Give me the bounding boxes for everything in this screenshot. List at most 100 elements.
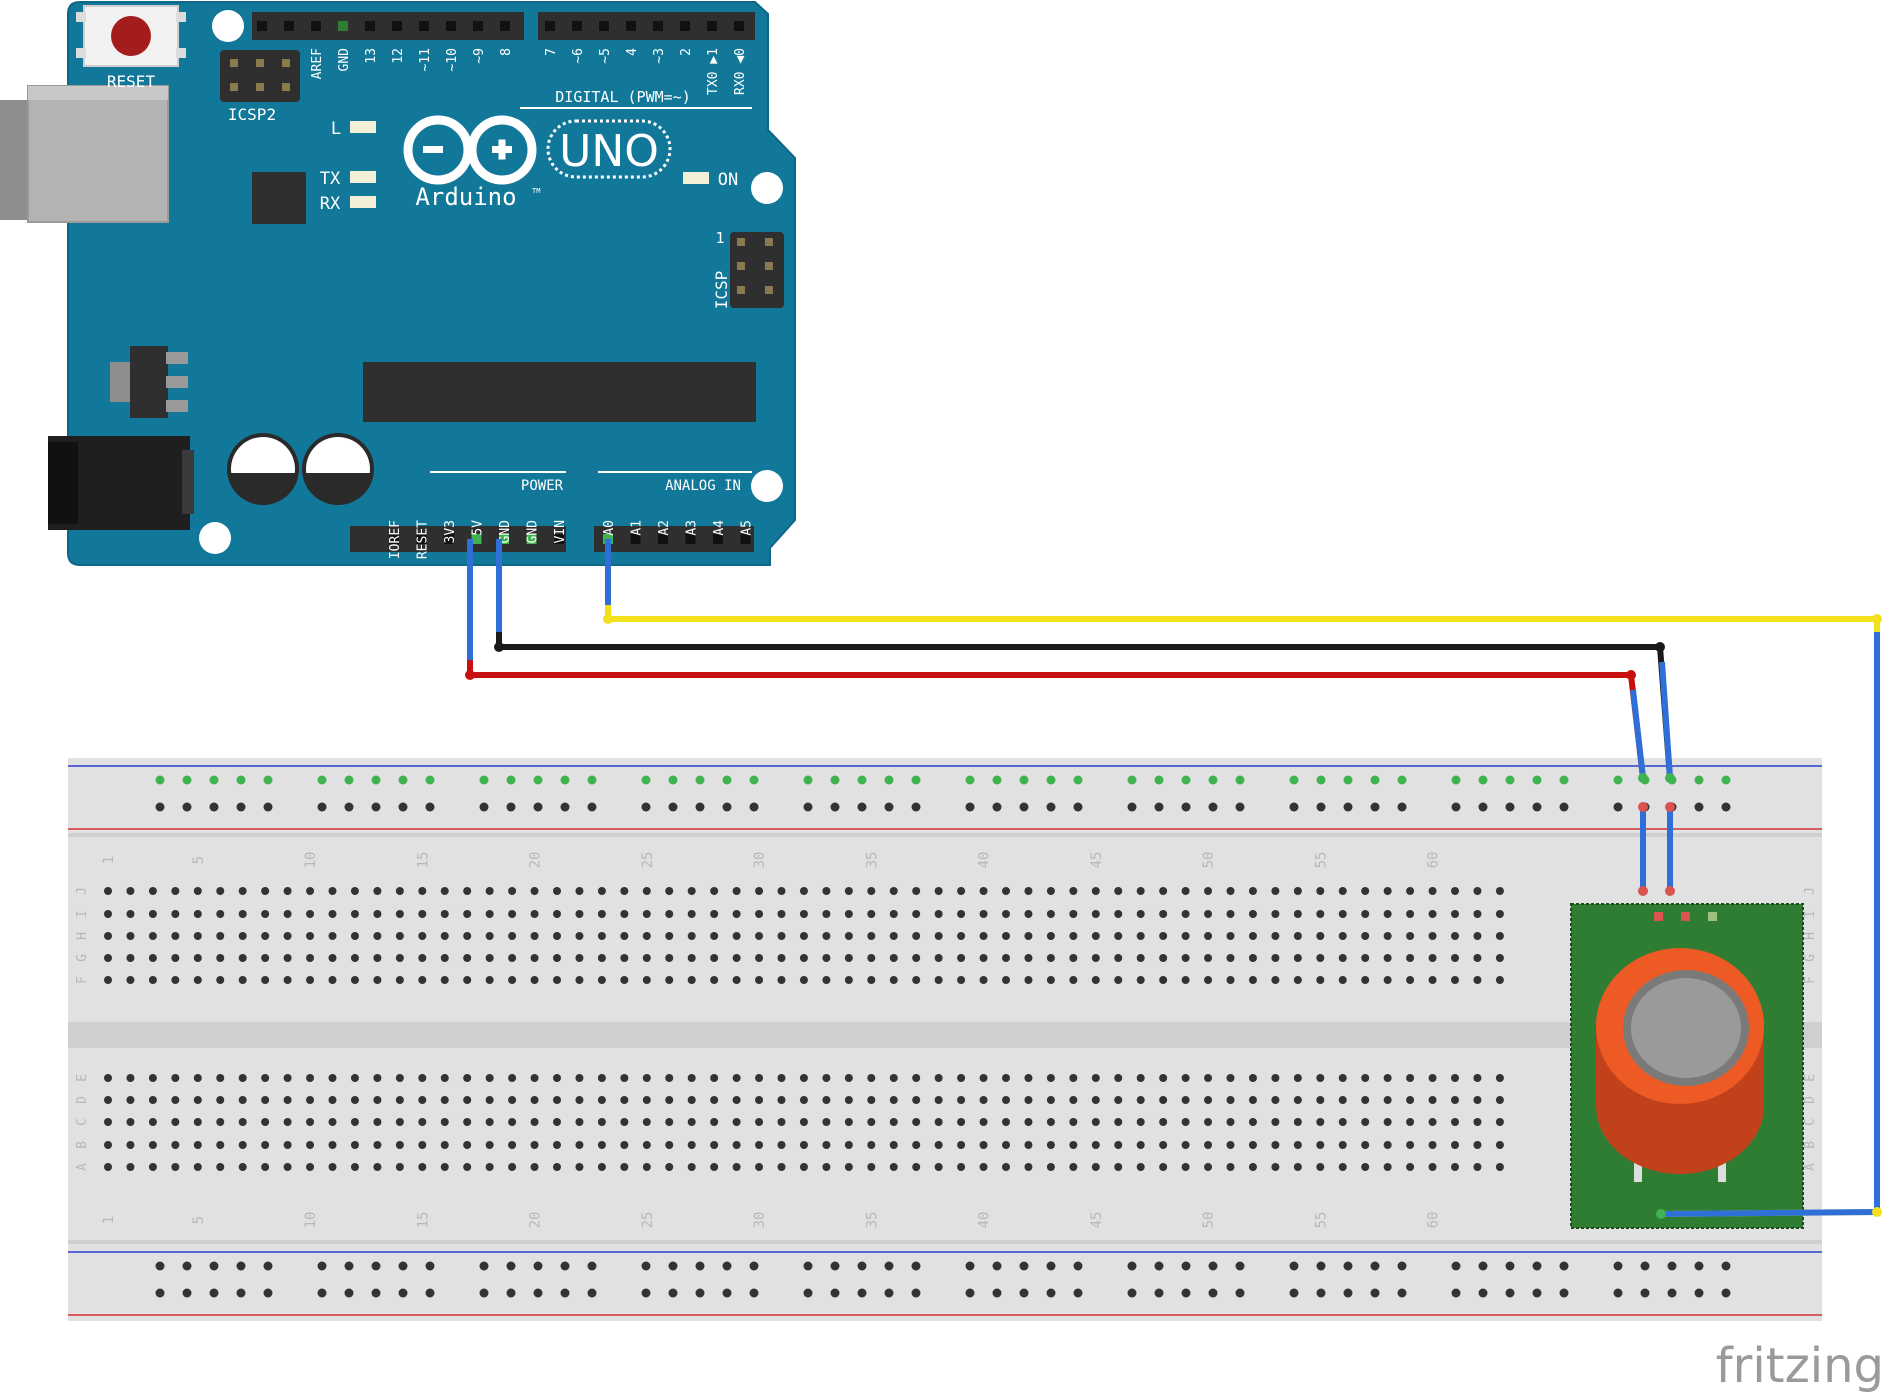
rail-hole [1559, 802, 1569, 812]
rail-hole [1721, 1261, 1731, 1271]
breadboard-hole [575, 1118, 584, 1126]
breadboard-hole [1136, 1141, 1145, 1149]
pin-label: A4 [712, 520, 727, 536]
breadboard-hole [508, 954, 517, 962]
digital-pin-label: 2 [679, 48, 694, 56]
wire-end [1630, 689, 1646, 779]
rail-hole [1559, 1261, 1569, 1271]
breadboard-hole [957, 910, 966, 918]
rail-hole [830, 1288, 840, 1298]
breadboard-hole [799, 1141, 808, 1149]
rail-hole [1478, 1261, 1488, 1271]
breadboard-hole [553, 1074, 561, 1082]
breadboard-hole [867, 910, 876, 918]
capacitor [227, 433, 299, 505]
rail-hole [884, 1288, 894, 1298]
breadboard-hole [710, 954, 719, 962]
breadboard-hole [1473, 887, 1482, 895]
header-pin [230, 59, 238, 67]
breadboard-hole [1069, 910, 1078, 918]
breadboard-hole [1316, 932, 1325, 940]
breadboard-hole [799, 887, 808, 895]
breadboard-hole [957, 1118, 966, 1126]
column-number: 5 [191, 856, 207, 864]
breadboard-hole [755, 1141, 764, 1149]
column-number: 20 [528, 852, 544, 869]
breadboard-hole [1136, 887, 1145, 895]
breadboard-hole [350, 910, 359, 918]
breadboard-hole [126, 1141, 135, 1149]
breadboard-hole [1495, 1096, 1504, 1104]
breadboard-hole [1046, 976, 1055, 984]
breadboard-hole [373, 976, 382, 984]
breadboard-hole [620, 1118, 629, 1126]
column-number: 35 [864, 1212, 880, 1229]
breadboard-hole [1226, 976, 1235, 984]
breadboard-hole [687, 976, 696, 984]
wire-endpoint [1656, 1209, 1666, 1219]
breadboard-hole [1204, 932, 1213, 940]
column-number: 45 [1089, 852, 1105, 869]
breadboard-hole [148, 1074, 157, 1082]
breadboard-hole [193, 1141, 202, 1149]
breadboard-hole [1406, 1096, 1415, 1104]
rail-hole [1613, 775, 1623, 785]
breadboard-hole [463, 887, 472, 895]
breadboard-hole [755, 1118, 764, 1126]
breadboard-hole [1248, 1163, 1257, 1171]
breadboard-hole [1002, 954, 1010, 962]
mq-gas-sensor [1596, 948, 1764, 1182]
row-letter: A [75, 1163, 90, 1171]
pin-label: IOREF [388, 520, 403, 559]
rail-hole [668, 802, 678, 812]
breadboard-hole [1114, 1163, 1123, 1171]
breadboard-hole [463, 932, 472, 940]
breadboard-hole [104, 1118, 112, 1126]
breadboard-hole [328, 1096, 337, 1104]
breadboard-hole [463, 1118, 472, 1126]
breadboard-hole [732, 1141, 741, 1149]
breadboard-hole [126, 976, 135, 984]
breadboard-hole [1495, 887, 1504, 895]
breadboard-hole [418, 910, 427, 918]
rail-hole [236, 775, 246, 785]
breadboard-hole [979, 1074, 988, 1082]
rail-hole [1532, 1261, 1542, 1271]
rail-hole [560, 802, 570, 812]
wire-endpoint [1638, 773, 1648, 783]
breadboard-hole [193, 1163, 202, 1171]
breadboard-hole [755, 1163, 764, 1171]
breadboard-hole [575, 1074, 584, 1082]
breadboard-hole [1046, 887, 1055, 895]
breadboard-hole [463, 910, 472, 918]
rail-hole [1073, 1261, 1083, 1271]
breadboard-hole [1271, 1141, 1280, 1149]
breadboard-hole [1114, 887, 1123, 895]
row-letter: H [1803, 932, 1818, 940]
breadboard-hole [1495, 976, 1504, 984]
breadboard-hole [350, 932, 359, 940]
breadboard-hole [934, 910, 943, 918]
breadboard-hole [732, 954, 741, 962]
breadboard-hole [867, 1074, 876, 1082]
breadboard-hole [1451, 1096, 1459, 1104]
breadboard-hole [1181, 1096, 1190, 1104]
breadboard-hole [463, 1141, 472, 1149]
breadboard-hole [1159, 954, 1168, 962]
breadboard-hole [328, 954, 337, 962]
rail-hole [1370, 1261, 1380, 1271]
breadboard-hole [822, 976, 831, 984]
breadboard-hole [1495, 1074, 1504, 1082]
rail-hole [749, 1261, 759, 1271]
breadboard-hole [306, 1118, 315, 1126]
reset-button[interactable] [76, 5, 186, 67]
breadboard-hole [485, 1074, 494, 1082]
digital-pin-label: ~10 [445, 48, 460, 71]
breadboard-hole [1181, 1074, 1190, 1082]
breadboard-hole [1069, 1096, 1078, 1104]
digital-pin-label: GND [337, 48, 352, 72]
breadboard-hole [889, 932, 898, 940]
rail-hole [398, 775, 408, 785]
breadboard-hole [1091, 954, 1100, 962]
breadboard-hole [1159, 1074, 1168, 1082]
